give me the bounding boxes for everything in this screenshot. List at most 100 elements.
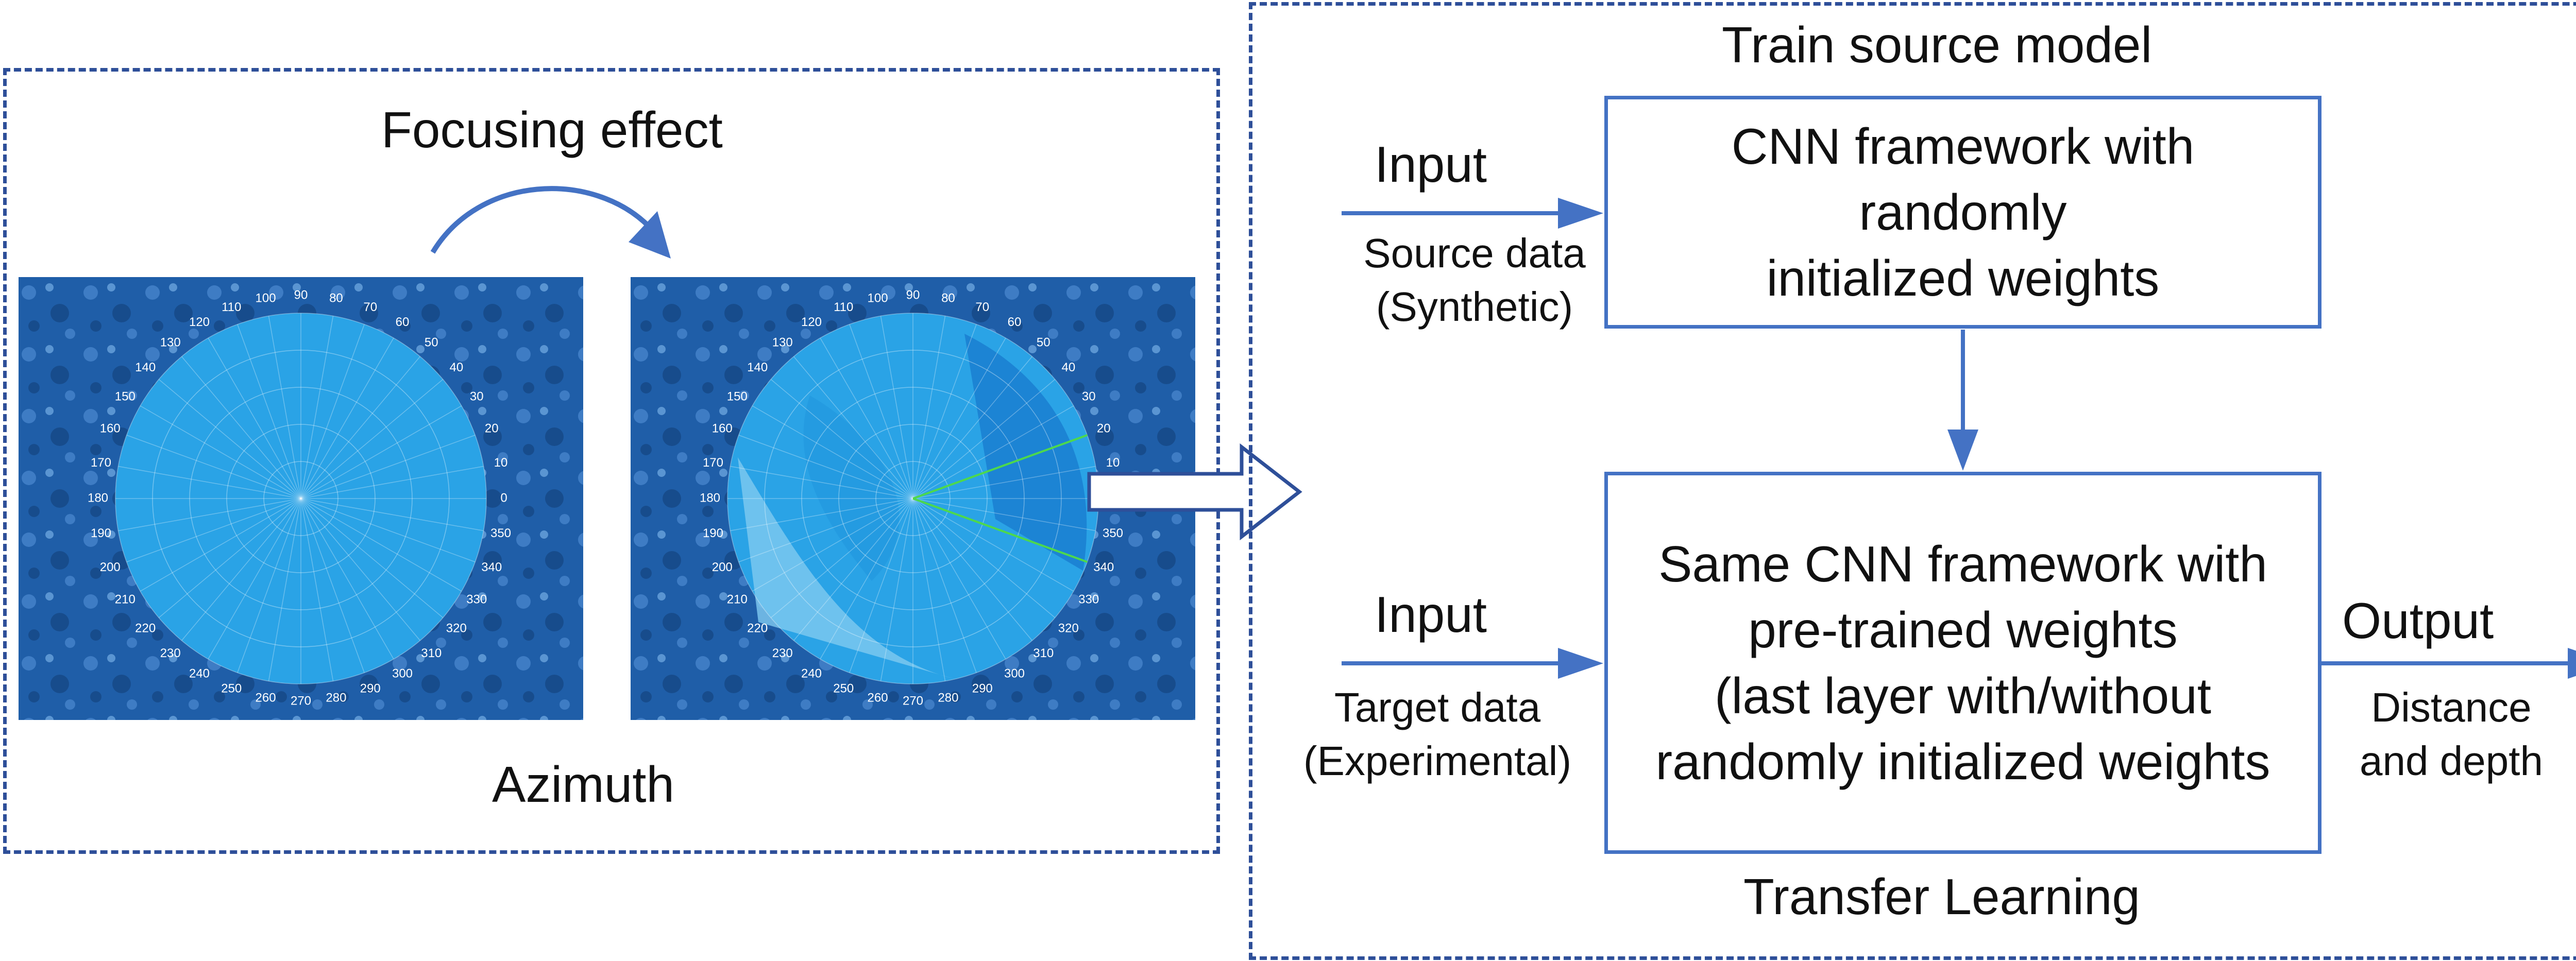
left-panel-frame xyxy=(3,68,1220,854)
bright-region xyxy=(738,457,954,679)
mid-region xyxy=(803,396,900,581)
angle-label: 180 xyxy=(700,491,720,505)
angle-label: 100 xyxy=(256,291,276,305)
angle-label: 10 xyxy=(494,456,508,470)
angle-label: 350 xyxy=(1103,526,1123,540)
angle-label: 170 xyxy=(703,456,723,470)
angle-label: 120 xyxy=(801,315,822,329)
angle-label: 160 xyxy=(100,422,121,436)
input-bottom-label: Input xyxy=(1375,586,1487,643)
angle-label: 20 xyxy=(485,422,499,436)
angle-label: 240 xyxy=(801,667,822,681)
transfer-learning-title: Transfer Learning xyxy=(1743,868,2140,925)
angle-label: 10 xyxy=(1106,456,1120,470)
angle-label: 190 xyxy=(91,526,111,540)
angle-label: 160 xyxy=(712,422,733,436)
output-label: Output xyxy=(2342,592,2494,649)
angle-label: 200 xyxy=(712,560,733,574)
angle-label: 280 xyxy=(326,691,346,705)
angle-label: 260 xyxy=(256,691,276,705)
cnn-pretrained-weights-text: Same CNN framework with pre-trained weig… xyxy=(1655,536,2270,790)
angle-label: 100 xyxy=(868,291,888,305)
cnn-random-weights-box: CNN framework with randomly initialized … xyxy=(1604,96,2321,329)
input-top-label: Input xyxy=(1375,136,1487,193)
angle-label: 150 xyxy=(115,389,135,403)
angle-label: 110 xyxy=(222,300,241,314)
angle-label: 300 xyxy=(392,667,413,681)
angle-label: 230 xyxy=(772,646,793,660)
angle-label: 330 xyxy=(1078,592,1099,606)
angle-label: 180 xyxy=(88,491,108,505)
angle-label: 130 xyxy=(772,336,793,350)
angle-label: 260 xyxy=(868,691,888,705)
angle-label: 320 xyxy=(446,622,467,636)
angle-label: 310 xyxy=(1033,646,1054,660)
angle-label: 70 xyxy=(975,300,989,314)
down-arrow xyxy=(1947,330,1978,471)
angle-label: 170 xyxy=(91,456,111,470)
right-panel-frame xyxy=(1249,2,2576,960)
focusing-effect-label: Focusing effect xyxy=(381,101,723,158)
angle-label: 90 xyxy=(906,288,920,302)
angle-label: 190 xyxy=(703,526,723,540)
angle-label: 50 xyxy=(1037,336,1050,350)
angle-label: 210 xyxy=(727,592,748,606)
input-bottom-sublabel: Target data (Experimental) xyxy=(1303,684,1572,784)
cnn-random-weights-text: CNN framework with randomly initialized … xyxy=(1731,118,2195,306)
angle-label: 140 xyxy=(747,361,768,374)
angle-label: 70 xyxy=(363,300,377,314)
angle-label: 320 xyxy=(1058,622,1079,636)
angle-label: 120 xyxy=(189,315,210,329)
angle-label: 150 xyxy=(727,389,748,403)
focusing-curved-arrow xyxy=(430,186,671,259)
azimuth-label: Azimuth xyxy=(492,756,675,813)
input-bottom-arrow xyxy=(1342,648,1603,679)
angle-label: 80 xyxy=(941,291,955,305)
train-source-model-title: Train source model xyxy=(1722,16,2153,73)
angle-label: 50 xyxy=(425,336,438,350)
angle-label: 280 xyxy=(938,691,958,705)
angle-label: 130 xyxy=(160,336,181,350)
angle-label: 290 xyxy=(972,682,993,696)
angle-label: 250 xyxy=(221,682,242,696)
angle-label: 30 xyxy=(470,389,484,403)
angle-label: 80 xyxy=(329,291,343,305)
input-top-arrow xyxy=(1342,198,1603,229)
angle-label: 330 xyxy=(466,592,487,606)
output-arrow xyxy=(2321,648,2576,679)
angle-label: 60 xyxy=(396,315,410,329)
angle-label: 340 xyxy=(481,560,502,574)
angle-label: 270 xyxy=(291,694,311,708)
angle-label: 40 xyxy=(1061,361,1075,374)
flow-arrow-right xyxy=(1087,443,1302,541)
bearing-line xyxy=(912,434,1088,500)
angle-label: 270 xyxy=(903,694,923,708)
angle-label: 30 xyxy=(1082,389,1096,403)
angle-label: 140 xyxy=(135,361,156,374)
sonar-image-before: 0 10 20 30 40 50 60 70 80 90 100 110 120 130 140 150 160… xyxy=(19,277,583,720)
angle-label: 220 xyxy=(135,622,156,636)
angle-label: 20 xyxy=(1097,422,1111,436)
angle-label: 110 xyxy=(834,300,853,314)
cnn-pretrained-weights-box: Same CNN framework with pre-trained weig… xyxy=(1604,472,2321,854)
angle-label: 300 xyxy=(1004,667,1025,681)
sonar-image-after: 0102030405060708090100110120130140150160… xyxy=(631,277,1195,720)
angle-label: 250 xyxy=(833,682,854,696)
angle-label: 60 xyxy=(1008,315,1022,329)
sonar-disc xyxy=(115,313,486,684)
angle-label: 90 xyxy=(294,288,308,302)
angle-label: 230 xyxy=(160,646,181,660)
angle-label: 0 xyxy=(500,491,507,505)
dark-region xyxy=(964,334,1087,571)
angle-label: 290 xyxy=(360,682,381,696)
angle-label: 40 xyxy=(449,361,463,374)
angle-label: 240 xyxy=(189,667,210,681)
angle-label: 340 xyxy=(1093,560,1114,574)
angle-label: 200 xyxy=(100,560,121,574)
angle-label: 210 xyxy=(115,592,135,606)
angle-label: 220 xyxy=(747,622,768,636)
angle-label: 350 xyxy=(490,526,511,540)
bearing-line xyxy=(912,497,1088,563)
input-top-sublabel: Source data (Synthetic) xyxy=(1363,230,1586,330)
